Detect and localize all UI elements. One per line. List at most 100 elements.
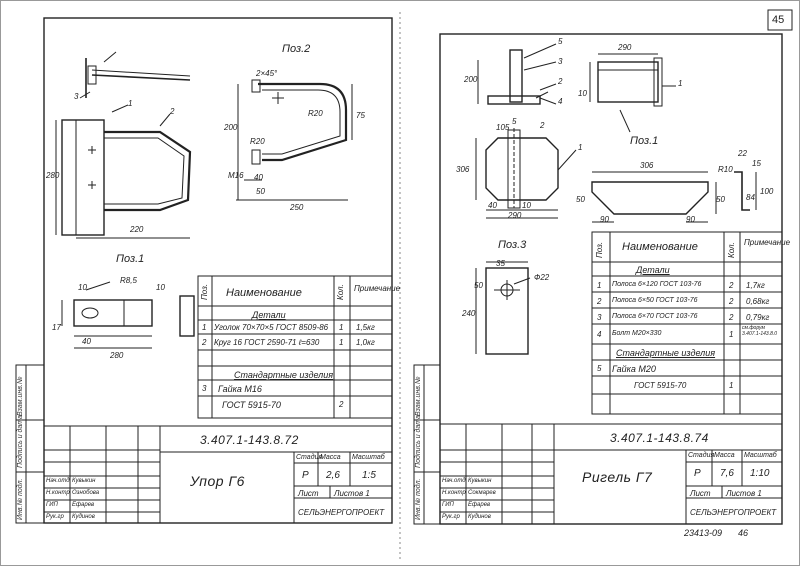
page-number: 45 (772, 14, 785, 26)
r-dim-50: 50 (576, 195, 585, 204)
table-header-pos: Поз. (200, 283, 209, 300)
r-table-header-qty: Кол. (727, 242, 736, 258)
r-row-3-qty: 2 (729, 313, 734, 322)
r-dim-phi22: Ф22 (534, 273, 550, 282)
dim-m16: M16 (228, 171, 244, 180)
side-sign: Подпись и дата (17, 415, 24, 468)
std-1-name: Гайка М16 (218, 384, 262, 394)
r-callout-1: 1 (678, 79, 683, 88)
r-side-inv: Инв.№ подл. (415, 478, 422, 521)
row-2-note: 1,0кг (356, 338, 375, 347)
r-sig-name-4: Кудинов (468, 514, 491, 520)
dim-250: 250 (290, 203, 304, 212)
r-dim-100: 100 (760, 187, 774, 196)
dim-r20-lower: R20 (250, 137, 265, 146)
r-dim-306b: 306 (640, 161, 654, 170)
r-row-3-name: Полоса 6×70 ГОСТ 103-76 (612, 313, 698, 320)
organization: СЕЛЬЭНЕРГОПРОЕКТ (298, 508, 385, 517)
dim-40-b: 40 (82, 337, 91, 346)
r-row-1-pos: 1 (597, 281, 602, 290)
footer-code: 23413-09 (684, 528, 723, 538)
r-callout-2b: 2 (540, 121, 545, 130)
row-1-name: Уголок 70×70×5 ГОСТ 8509-86 (214, 323, 329, 332)
std-1-pos: 3 (202, 384, 207, 393)
dim-220: 220 (130, 225, 144, 234)
r-dim-84: 84 (746, 193, 755, 202)
row-2-pos: 2 (202, 338, 207, 347)
r-dim-10b: 10 (522, 201, 531, 210)
r-std-1-qty: 1 (729, 381, 734, 390)
stamp-mass-h: Масса (320, 454, 341, 461)
view-label-pos1: Поз.1 (116, 253, 145, 265)
r-dim-r10: R10 (718, 165, 733, 174)
r-dim-50b: 50 (716, 195, 725, 204)
dim-r85: R8,5 (120, 276, 137, 285)
r-callout-3: 3 (558, 57, 563, 66)
sig-role-1: Нач.отд (46, 478, 70, 484)
r-table-header-note: Примечание (744, 238, 791, 247)
r-dim-290b: 290 (508, 211, 522, 220)
dim-40: 40 (254, 173, 263, 182)
r-row-2-pos: 2 (597, 297, 602, 306)
r-row-2-name: Полоса 6×50 ГОСТ 103-76 (612, 297, 698, 304)
r-table-header-pos: Поз. (595, 241, 604, 258)
footer-sheet: 46 (738, 528, 749, 538)
r-std-1-name: Гайка М20 (612, 364, 656, 374)
r-section-standard: Стандартные изделия (616, 348, 716, 358)
std-1-qty: 2 (339, 400, 344, 409)
dim-r20-upper: R20 (308, 109, 323, 118)
r-std-1-name2: ГОСТ 5915-70 (634, 381, 687, 390)
stamp-scale: 1:5 (362, 470, 376, 481)
r-dim-105: 105 (496, 123, 510, 132)
callout-1: 1 (128, 99, 133, 108)
r-stamp-stage: Р (694, 468, 701, 479)
callout-2: 2 (170, 107, 175, 116)
r-dim-90b: 90 (686, 215, 695, 224)
row-1-pos: 1 (202, 323, 207, 332)
sig-role-4: Рук.гр (46, 514, 64, 520)
r-sig-role-4: Рук.гр (442, 514, 460, 520)
r-row-1-note: 1,7кг (746, 281, 765, 290)
sig-name-3: Ефарев (72, 502, 95, 508)
r-drawing-code: 3.407.1-143.8.74 (610, 431, 709, 445)
r-sig-role-1: Нач.отд (442, 478, 466, 484)
r-sig-name-1: Кувыкин (468, 478, 492, 484)
r-dim-290: 290 (618, 43, 632, 52)
stamp-sheets: Листов 1 (334, 489, 370, 498)
r-stamp-stage-h: Стадия (688, 452, 715, 459)
r-callout-4: 4 (558, 97, 563, 106)
table-header-name: Наименование (226, 287, 302, 299)
r-stamp-scale-h: Масштаб (744, 452, 777, 459)
table-header-note: Примечание (354, 284, 401, 293)
sig-role-3: ГИП (46, 502, 58, 508)
r-dim-15: 15 (752, 159, 761, 168)
r-row-4-note: см.форум 3.407.1-143.8.0 (742, 325, 778, 337)
dim-17: 17 (52, 323, 61, 332)
dim-10-a: 10 (78, 283, 87, 292)
r-organization: СЕЛЬЭНЕРГОПРОЕКТ (690, 508, 777, 517)
row-1-note: 1,5кг (356, 323, 375, 332)
r-dim-10: 10 (578, 89, 587, 98)
r-sig-name-3: Ефарев (468, 502, 491, 508)
row-1-qty: 1 (339, 323, 344, 332)
view-label-pos2: Поз.2 (282, 43, 311, 55)
r-dim-200: 200 (464, 75, 478, 84)
section-details: Детали (252, 310, 286, 320)
r-side-replace: Взам.инв.№ (415, 376, 422, 416)
view-label-pos1-right: Поз.1 (630, 135, 659, 147)
r-dim-35: 35 (496, 259, 505, 268)
r-stamp-mass: 7,6 (720, 468, 734, 479)
r-row-1-qty: 2 (729, 281, 734, 290)
r-std-1-pos: 5 (597, 364, 602, 373)
r-row-3-pos: 3 (597, 313, 602, 322)
r-sig-role-2: Н.контр (442, 490, 466, 496)
r-row-3-note: 0,79кг (746, 313, 770, 322)
side-inv: Инв.№ подл. (17, 478, 24, 521)
row-2-name: Круг 16 ГОСТ 2590-71 ℓ=630 (214, 338, 320, 347)
dim-10-b: 10 (156, 283, 165, 292)
stamp-mass: 2,6 (326, 470, 340, 481)
r-row-1-name: Полоса 6×120 ГОСТ 103-76 (612, 281, 702, 288)
dim-280: 280 (46, 171, 60, 180)
sig-name-4: Кудинов (72, 514, 95, 520)
